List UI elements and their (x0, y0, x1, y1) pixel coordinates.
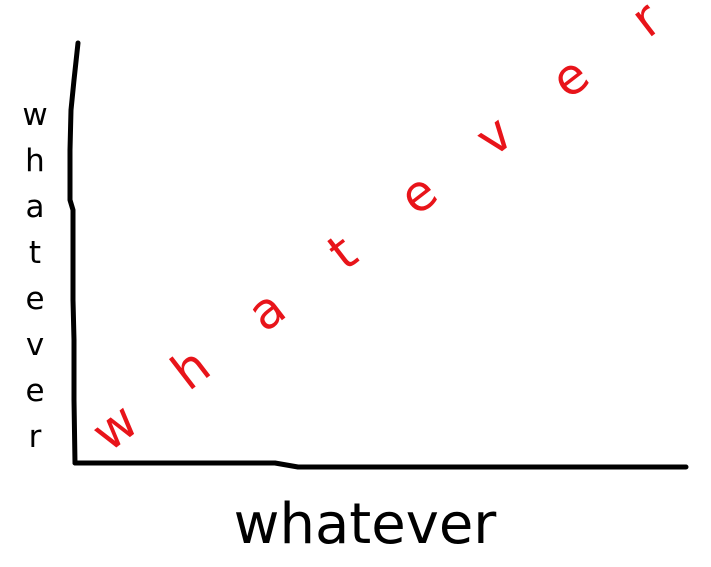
y-axis-label-letter: t (29, 235, 41, 271)
series-whatever: whatever (81, 0, 672, 463)
series-letter: e (540, 45, 600, 110)
x-axis-line (72, 460, 689, 470)
series-letter: a (237, 278, 297, 343)
y-axis-label: whatever (22, 97, 47, 455)
x-axis-label: whatever (234, 492, 498, 557)
y-axis-line (67, 40, 81, 466)
series-letter: r (620, 0, 672, 48)
series-letter: t (317, 223, 368, 281)
series-letter: w (81, 392, 149, 463)
y-axis-label-letter: v (26, 327, 44, 363)
y-axis-label-letter: h (25, 143, 45, 179)
y-axis-label-letter: a (26, 189, 45, 225)
y-axis-label-letter: e (25, 281, 44, 317)
y-axis-label-letter: r (29, 419, 42, 455)
series-letter: h (161, 336, 221, 401)
series-letter: v (465, 104, 524, 168)
series-letter: e (388, 162, 448, 227)
y-axis-label-letter: e (25, 373, 44, 409)
y-axis-label-letter: w (22, 97, 47, 133)
